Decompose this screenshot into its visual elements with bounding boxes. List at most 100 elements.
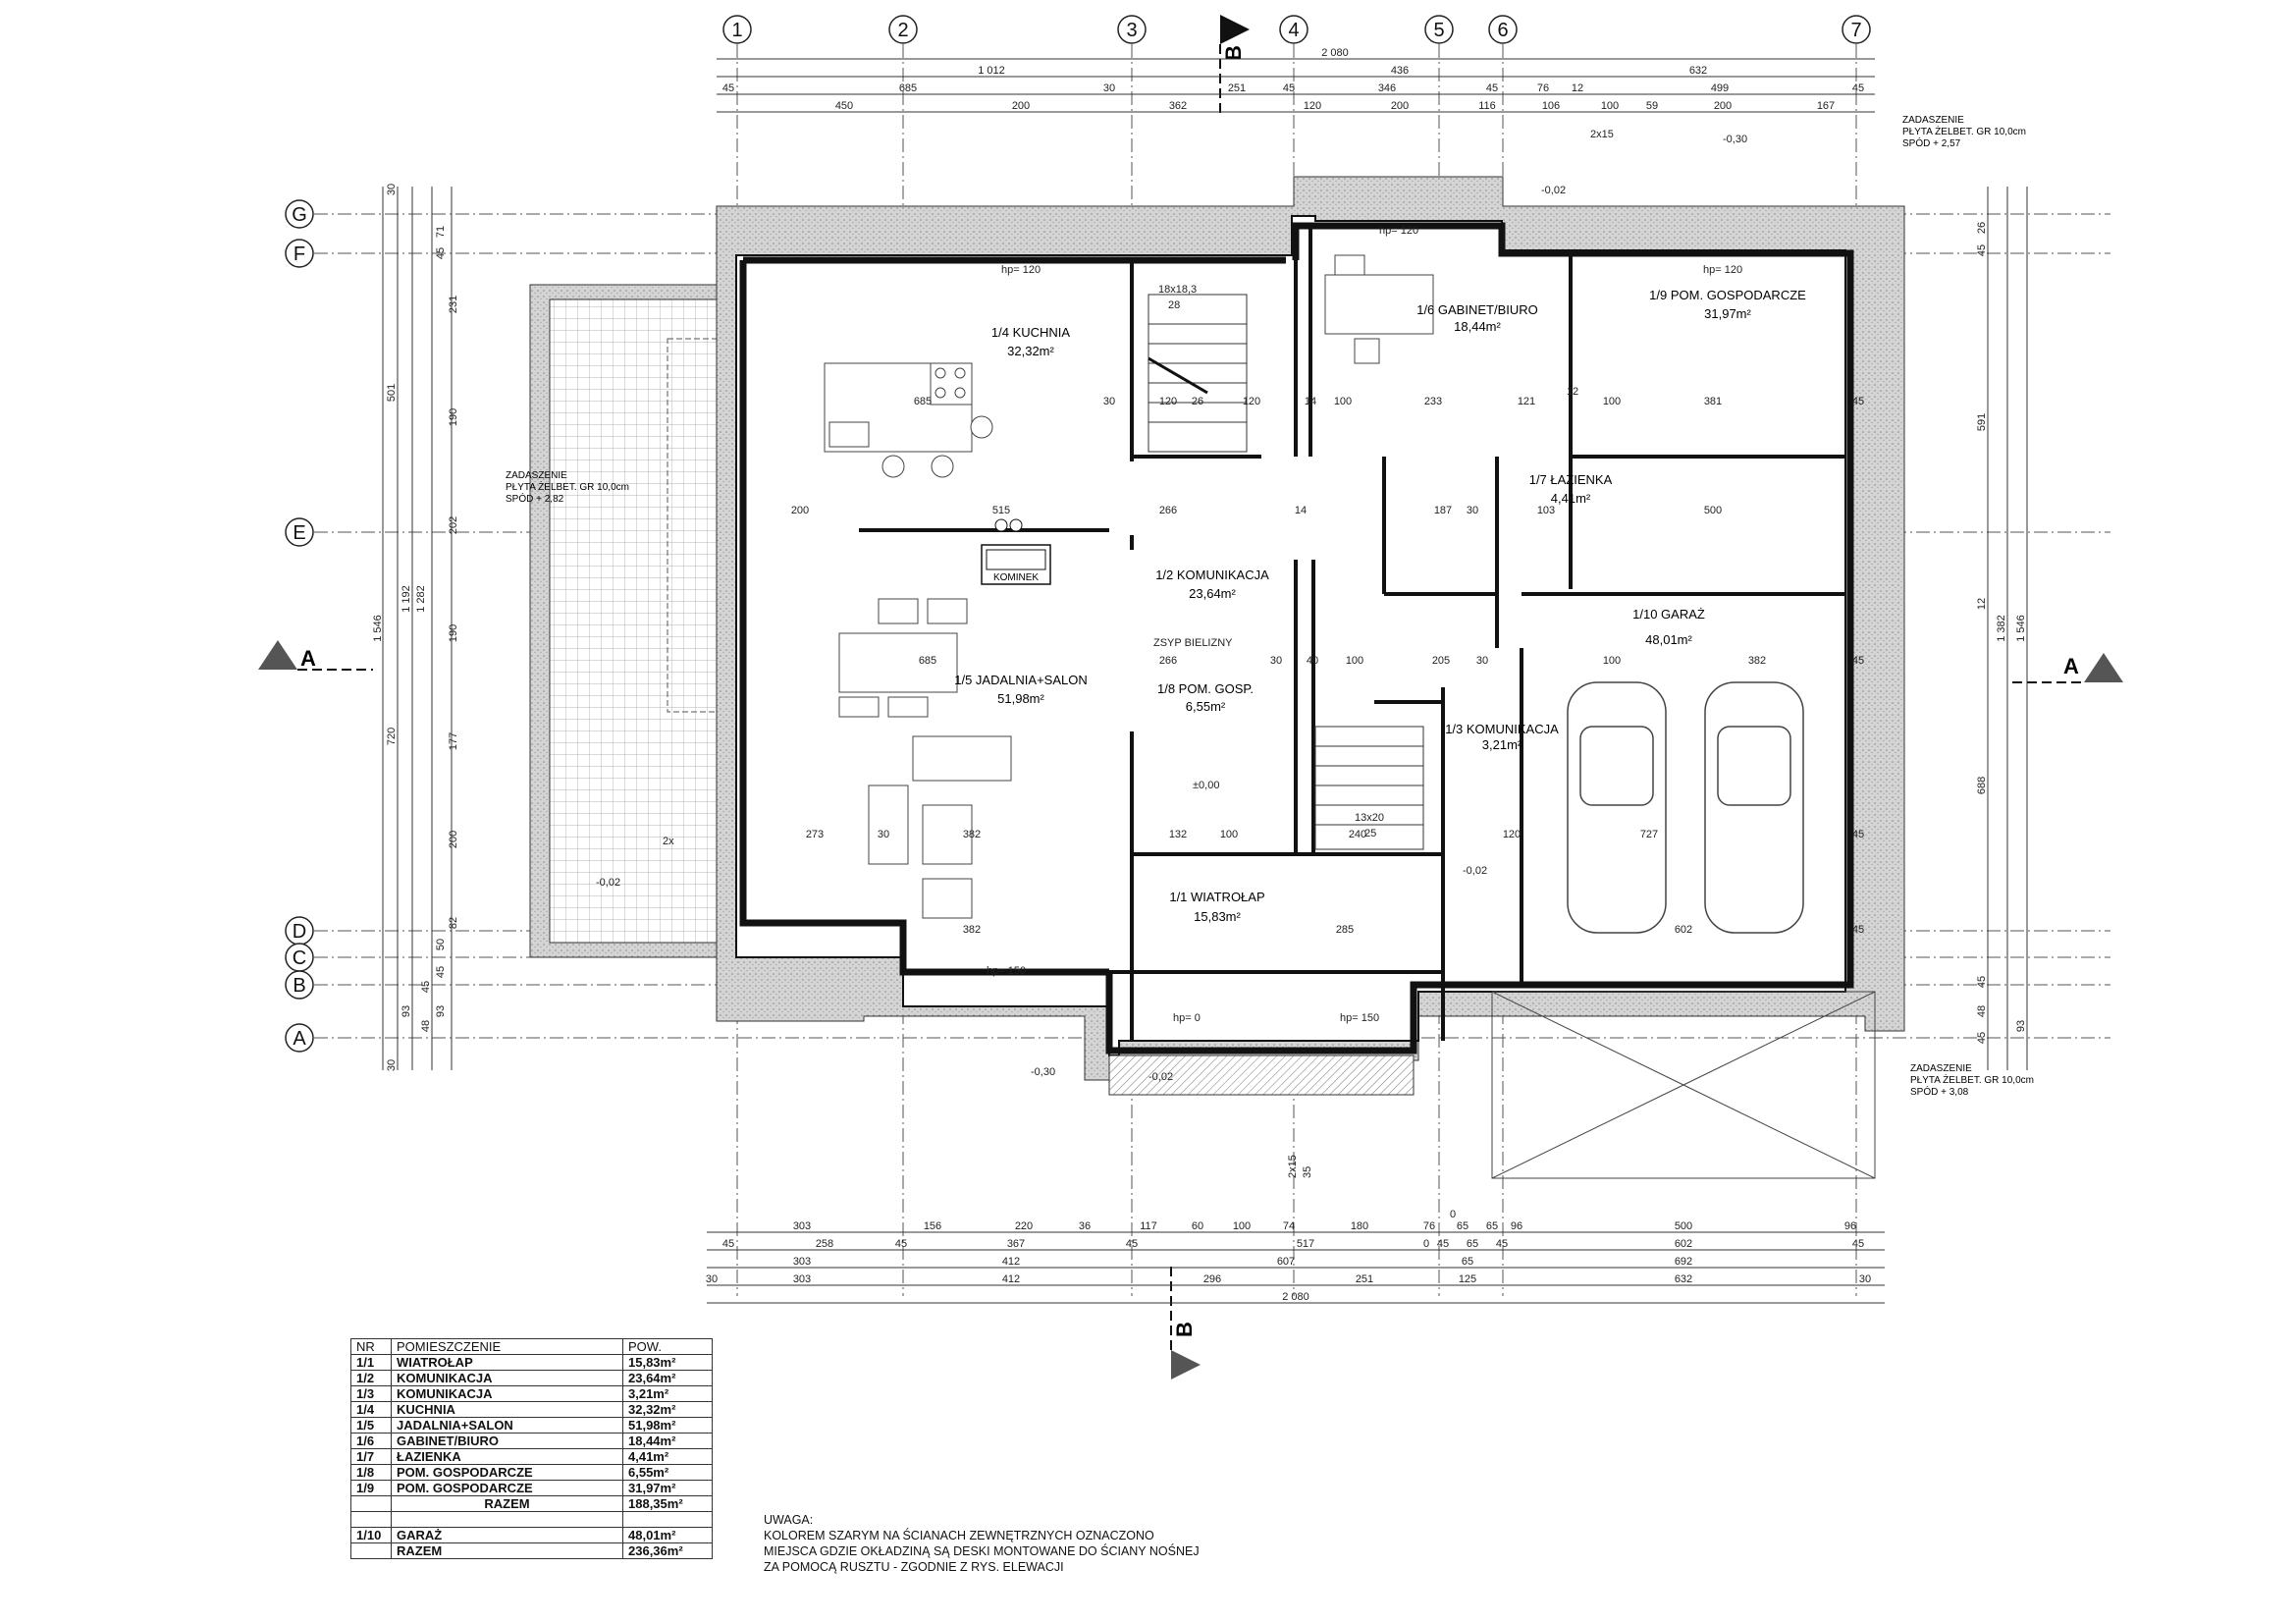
bot-dim-r4-2: 412: [1002, 1273, 1020, 1285]
top-dim-1: 1 012: [978, 65, 1005, 77]
left-dim-7: 177: [448, 732, 459, 750]
axis-d-label: D: [293, 921, 306, 943]
top-dim-2: 436: [1391, 65, 1409, 77]
hp-gabinet: hp= 120: [1379, 225, 1418, 237]
row-nr: 1/4: [350, 1401, 392, 1418]
row-area: 23,64m²: [622, 1370, 713, 1386]
stairs-bot-size: 13x20: [1355, 812, 1384, 824]
left-total-0: 501: [386, 384, 398, 402]
room-komunikacja2-area: 3,21m²: [1482, 737, 1522, 752]
bot-dim-r1-5: 60: [1192, 1220, 1203, 1232]
top-dim-r3-9: 200: [1714, 100, 1732, 112]
room-gospodarcze-name: 1/9 POM. GOSPODARCZE: [1649, 288, 1806, 302]
section-mark-b-bottom: B: [1170, 1267, 1201, 1380]
int-dim-4: 266: [1159, 655, 1177, 667]
int-dim-1: 515: [992, 505, 1010, 516]
int-dim-36: 30: [1467, 505, 1478, 516]
top-dim-r3-10: 167: [1817, 100, 1835, 112]
int-dim-8: 500: [1704, 505, 1722, 516]
left-dim-0: 30: [386, 184, 398, 195]
int-dim-2: 200: [791, 505, 809, 516]
canopy-topright-l2: PŁYTA ŻELBET. GR 10,0cm: [1902, 125, 2026, 137]
interior-walls: [859, 226, 1845, 1041]
level-m002-top: -0,02: [1541, 185, 1566, 196]
fireplace: KOMINEK: [981, 518, 1051, 585]
row-name: KOMUNIKACJA: [391, 1370, 623, 1386]
int-dim-17: 602: [1675, 924, 1692, 936]
bot-total-dim: 2 080: [1282, 1291, 1309, 1303]
int-dim-30: 382: [1748, 655, 1766, 667]
bot-dim-r2-6: 0: [1423, 1238, 1429, 1250]
stairs-lower: [1314, 726, 1424, 850]
bot-dim-r1-9: 76: [1423, 1220, 1435, 1232]
bot-dim-r1-15: 0: [1450, 1209, 1456, 1220]
left-dim-12: 93: [435, 1005, 447, 1017]
left-dim-1: 71: [435, 226, 447, 238]
top-dimension-lines: [717, 58, 1875, 113]
row-nr: 1/7: [350, 1448, 392, 1465]
left-total-1: 720: [386, 728, 398, 745]
top-dim-r3-4: 200: [1391, 100, 1409, 112]
row-nr: 1/2: [350, 1370, 392, 1386]
bottom-dimension-lines: [707, 1231, 1885, 1304]
top-dim-r2-7: 76: [1537, 82, 1549, 94]
axis-a-label: A: [293, 1028, 306, 1050]
room-pom-gosp-area: 6,55m²: [1186, 699, 1226, 714]
right-dim-8: 93: [2015, 1020, 2027, 1032]
row-area: 31,97m²: [622, 1480, 713, 1496]
row-nr: 1/9: [350, 1480, 392, 1496]
room-komunikacja2-name: 1/3 KOMUNIKACJA: [1445, 722, 1559, 736]
int-dim-41: 45: [1852, 655, 1864, 667]
section-b-bottom-label: B: [1172, 1322, 1197, 1337]
left-dim-8: 200: [448, 831, 459, 848]
kitchen-furniture: [824, 254, 1434, 919]
axis-5-label: 5: [1433, 20, 1444, 41]
garage-cars: [1567, 681, 1804, 934]
bot-dim-r1-3: 36: [1079, 1220, 1091, 1232]
right-dim-4: 688: [1976, 777, 1988, 794]
razem2-label: RAZEM: [391, 1542, 623, 1559]
section-mark-b-top: B: [1219, 15, 1250, 118]
axis-7-label: 7: [1850, 20, 1861, 41]
section-a-right-label: A: [2063, 654, 2079, 678]
left-dim-15: 93: [400, 1005, 412, 1017]
bot-dim-r4-4: 251: [1356, 1273, 1373, 1285]
row-nr: 1/5: [350, 1417, 392, 1434]
level-m030-top: -0,30: [1723, 134, 1747, 145]
bot-dim-r2-0: 45: [722, 1238, 734, 1250]
bot-dim-r2-10: 602: [1675, 1238, 1692, 1250]
int-dim-35: 30: [1103, 396, 1115, 407]
bot-dim-r1-12: 96: [1511, 1220, 1522, 1232]
level-terrace: -0,02: [596, 877, 620, 889]
bot-dim-r2-1: 258: [816, 1238, 833, 1250]
top-dim-r2-5: 346: [1378, 82, 1396, 94]
canopy-left-l3: SPÓD + 2,82: [506, 492, 564, 505]
left-dim-13: 48: [420, 1020, 432, 1032]
top-dim-r3-1: 200: [1012, 100, 1030, 112]
thick-walls: [739, 222, 1854, 1055]
right-total-1: 1 546: [2015, 615, 2027, 642]
stairs-2x15-bot: 2x15: [1287, 1155, 1299, 1178]
razem2-value: 236,36m²: [622, 1542, 713, 1559]
left-dim-9: 82: [448, 917, 459, 929]
entrance-canopy: [1108, 991, 1876, 1179]
row-nr: 1/8: [350, 1464, 392, 1481]
top-dim-r3-5: 116: [1478, 100, 1496, 112]
int-dim-0: 685: [914, 396, 932, 407]
top-dim-r2-1: 685: [899, 82, 917, 94]
table-spacer-row: [350, 1511, 713, 1528]
row-name: GABINET/BIURO: [391, 1433, 623, 1449]
int-dim-37: 14: [1295, 505, 1307, 516]
row-area: 15,83m²: [622, 1354, 713, 1371]
axis-1-label: 1: [731, 20, 742, 41]
bot-dim-r4-7: 30: [1859, 1273, 1871, 1285]
top-dim-r2-0: 45: [722, 82, 734, 94]
axis-3-label: 3: [1126, 20, 1137, 41]
int-dim-20: 120: [1243, 396, 1260, 407]
terrace-left: [529, 284, 718, 958]
